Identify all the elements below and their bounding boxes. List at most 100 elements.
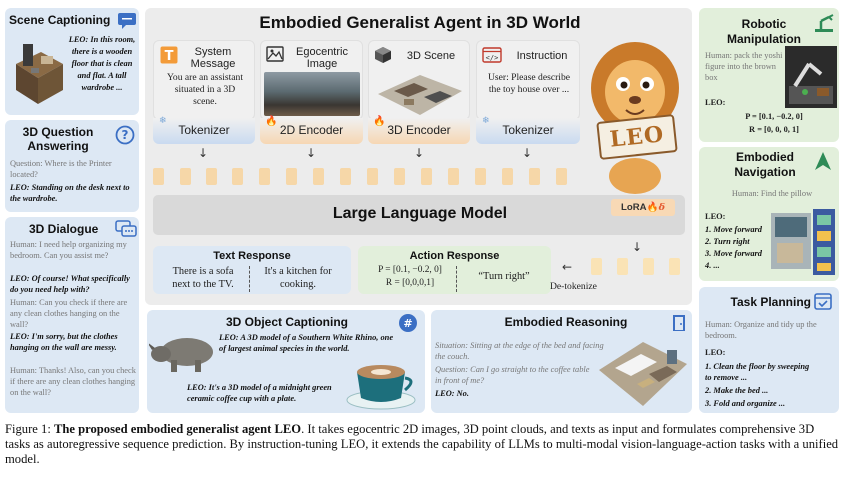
door-icon [671, 314, 687, 332]
reasoning-answer: LEO: No. [435, 389, 469, 398]
scene-captioning-title: Scene Captioning [9, 13, 111, 27]
navigation-step-3: 3. Move forward [705, 249, 762, 258]
arrow-down: ↓ [414, 146, 425, 160]
task-planning-title: Task Planning [730, 295, 811, 309]
svg-text:#: # [403, 317, 412, 330]
svg-text:</>: </> [486, 54, 499, 62]
input-instruction: </> Instruction User: Please describe th… [476, 40, 580, 120]
task-planning-leo: LEO: [705, 348, 726, 357]
arrow-left: ← [562, 260, 573, 274]
coffee-cup-image [343, 356, 419, 411]
input-system-label: System Message [190, 46, 236, 70]
snowflake-icon: ❄ [482, 116, 490, 126]
input-ego-label: Egocentric Image [296, 46, 348, 70]
arrow-down: ↓ [306, 146, 317, 160]
scene-captioning-panel: Scene Captioning LEO: In this room, ther… [5, 8, 139, 115]
qa-panel: 3D Question Answering ? Question: Where … [5, 120, 139, 212]
encoder-3d: 🔥 3D Encoder [368, 116, 470, 144]
object-captioning-panel: 3D Object Captioning # LEO: A 3D model o… [147, 310, 425, 413]
token [448, 168, 459, 185]
token [259, 168, 270, 185]
scene-3d-photo [374, 69, 466, 119]
leo-mascot: LEO [582, 26, 688, 196]
arrow-down: ↓ [198, 146, 209, 160]
reasoning-title: Embodied Reasoning [504, 315, 628, 329]
image-icon [266, 46, 284, 62]
task-planning-step-3: 3. Fold and organize ... [705, 399, 786, 408]
dialogue-title: 3D Dialogue [29, 222, 99, 236]
text-response-box [153, 246, 351, 294]
dialogue-human-3: Human: Thanks! Also, can you check if th… [10, 366, 136, 397]
main-title: Embodied Generalist Agent in 3D World [259, 13, 581, 32]
arrow-down: ↓ [632, 240, 643, 254]
figure-caption: Figure 1: The proposed embodied generali… [5, 422, 841, 467]
room-thumbnail [11, 34, 66, 106]
scene-captioning-text: LEO: In this room, there is a wooden flo… [68, 35, 136, 92]
navigation-image [771, 209, 835, 275]
dialogue-leo-2: LEO: I'm sorry, but the clothes hanging … [10, 332, 118, 352]
robotic-title: Robotic Manipulation [727, 17, 801, 46]
token [591, 258, 602, 275]
cube-icon [374, 46, 392, 64]
question-icon: ? [115, 125, 135, 145]
svg-text:T: T [165, 49, 174, 64]
llm-box [153, 195, 685, 235]
action-response-title: Action Response [409, 250, 500, 262]
dialogue-icon [115, 220, 137, 238]
action-response-turn: “Turn right” [478, 271, 530, 282]
token [340, 168, 351, 185]
encoder-2d: 🔥 2D Encoder [260, 116, 363, 144]
navigation-human: Human: Find the pillow [731, 189, 813, 198]
dialogue-human-2: Human: Can you check if there are any cl… [10, 298, 128, 329]
encoder-3d-label: 3D Encoder [387, 123, 451, 137]
text-response-divider [249, 266, 250, 292]
action-response-divider [456, 266, 457, 292]
room-3d-image [597, 334, 689, 410]
encoder-2d-label: 2D Encoder [279, 123, 344, 137]
caption-label: Figure 1: [5, 422, 51, 436]
fire-icon: 🔥 [373, 116, 386, 127]
encoder-tokenizer-1: ❄ Tokenizer [153, 116, 255, 144]
input-scene: 3D Scene [368, 40, 470, 120]
input-instruction-label: Instruction [516, 50, 568, 62]
rhino-image [147, 326, 219, 376]
robotic-human: Human: pack the yoshi figure into the br… [705, 51, 783, 82]
task-planning-human: Human: Organize and tidy up the bedroom. [705, 320, 817, 340]
token [394, 168, 405, 185]
action-response-r: R = [0,0,0,1] [385, 278, 435, 288]
token [367, 168, 378, 185]
token [206, 168, 217, 185]
snowflake-icon: ❄ [159, 116, 167, 126]
input-scene-label: 3D Scene [406, 50, 456, 62]
robotic-p: P = [0.1, −0.2, 0] [745, 112, 803, 121]
token [232, 168, 243, 185]
svg-text:?: ? [122, 128, 129, 142]
lora-label: LoRA [621, 202, 647, 213]
text-response-title: Text Response [213, 250, 291, 262]
navigation-panel: Embodied Navigation Human: Find the pill… [699, 147, 839, 281]
robotic-leo: LEO: [705, 98, 726, 107]
token [556, 168, 567, 185]
caption-rest: . It takes egocentric 2D images, 3D poin… [5, 422, 839, 466]
robotic-r: R = [0, 0, 0, 1] [749, 125, 799, 134]
qa-question: Question: Where is the Printer located? [10, 159, 112, 179]
arrow-down: ↓ [522, 146, 533, 160]
task-planning-step-2: 2. Make the bed ... [705, 386, 769, 395]
object-captioning-b: LEO: It's a 3D model of a midnight green… [187, 383, 332, 403]
hashtag-icon: # [398, 313, 418, 333]
code-window-icon: </> [482, 47, 502, 63]
navigation-step-4: 4. ... [705, 261, 720, 270]
token [643, 258, 654, 275]
input-system: T System Message You are an assistant si… [153, 40, 255, 120]
robot-arm-icon [813, 12, 835, 34]
lora-badge: LoRA🔥δ [611, 199, 675, 216]
navigation-step-1: 1. Move forward [705, 225, 762, 234]
chat-icon [117, 12, 137, 30]
reasoning-question: Question: Can I go straight to the coffe… [435, 365, 590, 385]
reasoning-panel: Embodied Reasoning Situation: Sitting at… [431, 310, 692, 413]
encoder-tokenizer-1-label: Tokenizer [178, 123, 230, 137]
input-ego: Egocentric Image [260, 40, 363, 120]
navigation-title: Embodied Navigation [734, 150, 796, 179]
token [313, 168, 324, 185]
token [617, 258, 628, 275]
